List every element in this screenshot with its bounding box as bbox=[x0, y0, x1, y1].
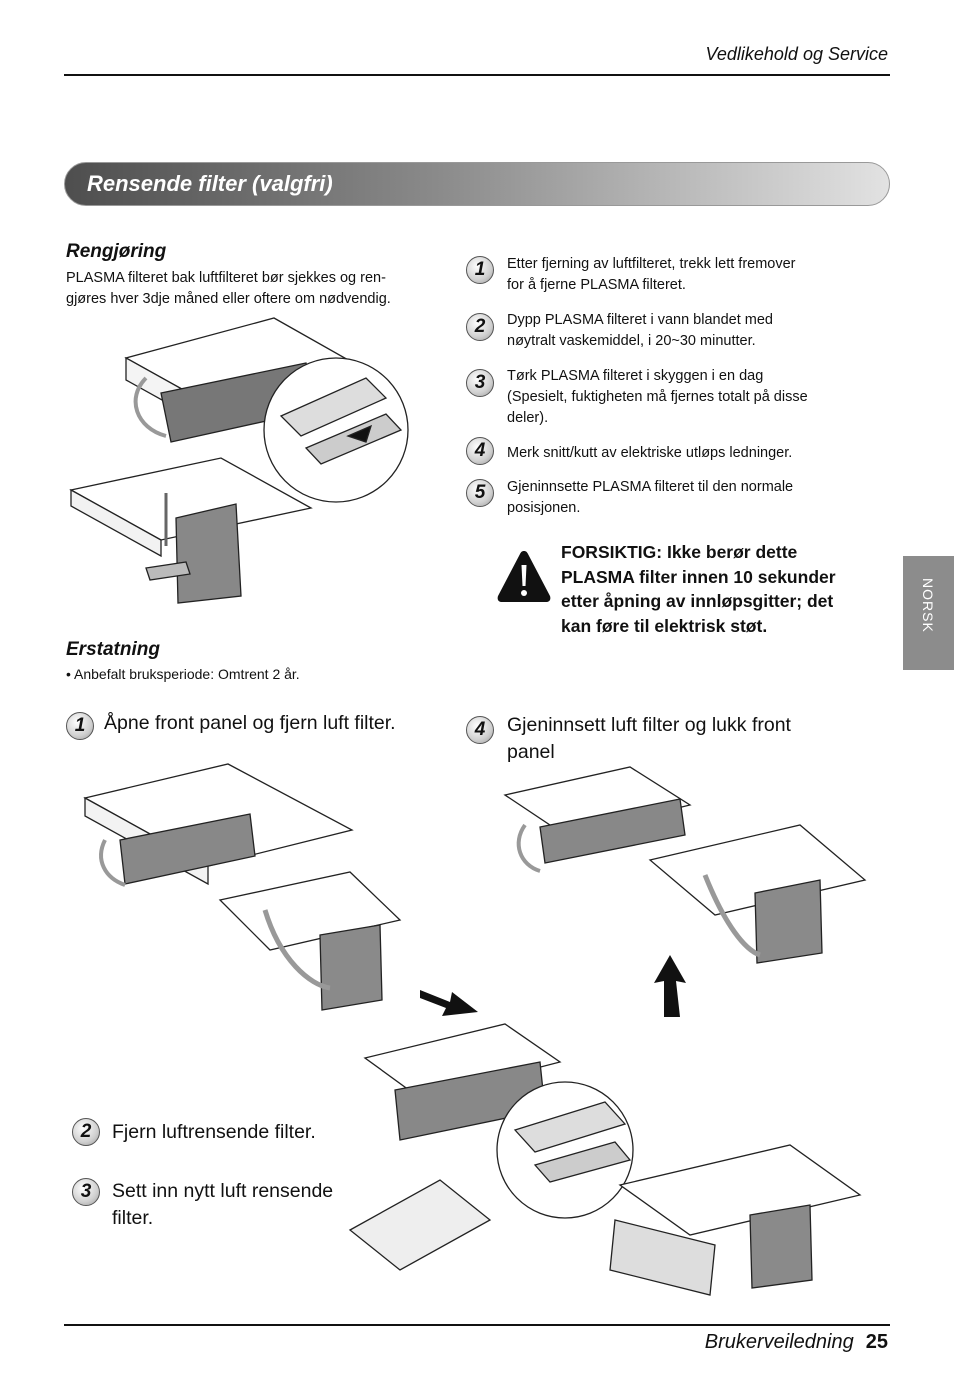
replacement-step-4: Gjeninnsett luft filter og lukk front pa… bbox=[507, 712, 827, 766]
warning-line: FORSIKTIG: Ikke berør dette bbox=[561, 542, 798, 562]
reinstall-illustration bbox=[503, 766, 867, 964]
step-line: Merk snitt/kutt av elektriske utløps led… bbox=[507, 445, 793, 461]
step-badge: 2 bbox=[466, 313, 494, 341]
step-line: Gjeninnsett luft filter og lukk front bbox=[507, 714, 791, 736]
step-line: deler). bbox=[507, 410, 549, 426]
cleaning-intro-line: PLASMA filteret bak luftfilteret bør sje… bbox=[66, 270, 386, 286]
cleaning-step-3: Tørk PLASMA filteret i skyggen i en dag … bbox=[507, 366, 857, 429]
header-section-title: Vedlikehold og Service bbox=[705, 44, 888, 64]
step-badge: 2 bbox=[72, 1118, 100, 1146]
step-badge: 1 bbox=[66, 712, 94, 740]
step-line: panel bbox=[507, 741, 555, 763]
banner-title: Rensende filter (valgfri) bbox=[87, 171, 333, 196]
arrow-down-right-icon bbox=[420, 990, 478, 1016]
step-line: for å fjerne PLASMA filteret. bbox=[507, 277, 686, 293]
replacement-step-1: Åpne front panel og fjern luft filter. bbox=[104, 712, 396, 734]
replacement-bullet: • Anbefalt bruksperiode: Omtrent 2 år. bbox=[66, 666, 300, 682]
warning-triangle-icon bbox=[497, 551, 551, 602]
cleaning-illustration bbox=[69, 317, 409, 604]
replacement-step-2: Fjern luftrensende filter. bbox=[112, 1121, 316, 1143]
header-rule bbox=[64, 74, 890, 76]
step-line: nøytralt vaskemiddel, i 20~30 minutter. bbox=[507, 333, 756, 349]
language-tab: NORSK bbox=[903, 556, 954, 670]
step-badge: 5 bbox=[466, 479, 494, 507]
step-line: Tørk PLASMA filteret i skyggen i en dag bbox=[507, 368, 764, 384]
open-panel-illustration bbox=[83, 763, 402, 1011]
footer-manual-title: Brukerveiledning bbox=[704, 1331, 854, 1353]
warning-line: PLASMA filter innen 10 sekunder bbox=[561, 566, 836, 587]
arrow-up-icon bbox=[654, 955, 686, 1017]
footer: Brukerveiledning 25 bbox=[705, 1331, 888, 1354]
cleaning-step-4: Merk snitt/kutt av elektriske utløps led… bbox=[507, 443, 857, 464]
step-line: Etter fjerning av luftfilteret, trekk le… bbox=[507, 256, 796, 272]
warning-text: FORSIKTIG: Ikke berør dette PLASMA filte… bbox=[561, 540, 891, 638]
warning-line: kan føre til elektrisk støt. bbox=[561, 615, 768, 636]
language-tab-label: NORSK bbox=[920, 578, 936, 633]
step-badge: 1 bbox=[466, 256, 494, 284]
cleaning-step-5: Gjeninnsette PLASMA filteret til den nor… bbox=[507, 477, 857, 519]
step-badge: 3 bbox=[72, 1178, 100, 1206]
step-line: posisjonen. bbox=[507, 500, 581, 516]
replacement-step-3: Sett inn nytt luft rensende filter. bbox=[112, 1178, 372, 1232]
filter-grille bbox=[175, 503, 242, 604]
cleaning-intro: PLASMA filteret bak luftfilteret bør sje… bbox=[66, 268, 446, 310]
page-number: 25 bbox=[865, 1331, 888, 1353]
step-badge: 4 bbox=[466, 437, 494, 465]
step-badge: 4 bbox=[466, 716, 494, 744]
warning-line: etter åpning av innløpsgitter; det bbox=[561, 591, 834, 611]
step-line: Dypp PLASMA filteret i vann blandet med bbox=[507, 312, 773, 328]
step-line: Gjeninnsette PLASMA filteret til den nor… bbox=[507, 479, 794, 495]
footer-rule bbox=[64, 1324, 890, 1326]
cleaning-step-1: Etter fjerning av luftfilteret, trekk le… bbox=[507, 254, 857, 296]
cleaning-heading: Rengjøring bbox=[66, 241, 167, 262]
step-line: filter. bbox=[112, 1207, 154, 1229]
step-badge: 3 bbox=[466, 369, 494, 397]
section-banner: Rensende filter (valgfri) bbox=[64, 162, 890, 206]
step-line: Sett inn nytt luft rensende bbox=[112, 1180, 334, 1202]
cleaning-intro-line: gjøres hver 3dje måned eller oftere om n… bbox=[66, 291, 391, 307]
cleaning-step-2: Dypp PLASMA filteret i vann blandet med … bbox=[507, 310, 857, 352]
step-line: (Spesielt, fuktigheten må fjernes totalt… bbox=[507, 389, 808, 405]
replacement-heading: Erstatning bbox=[66, 639, 160, 660]
replace-filter-illustration bbox=[348, 1023, 862, 1296]
